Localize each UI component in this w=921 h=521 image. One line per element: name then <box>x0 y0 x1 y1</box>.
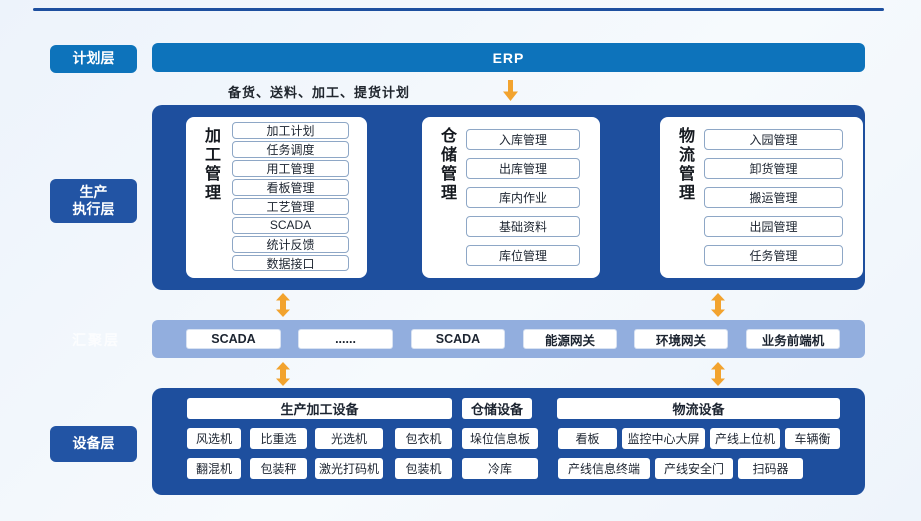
mes-box: 加工管理 加工计划 任务调度 用工管理 看板管理 工艺管理 SCADA 统计反馈… <box>152 105 865 290</box>
gateway-item: SCADA <box>411 329 505 349</box>
device-item: 包衣机 <box>395 428 452 449</box>
device-item: 比重选 <box>250 428 307 449</box>
mes-card-logistics-items: 入园管理 卸货管理 搬运管理 出园管理 任务管理 <box>698 117 863 278</box>
mes-item: 用工管理 <box>232 159 349 177</box>
mes-card-warehouse-items: 入库管理 出库管理 库内作业 基础资料 库位管理 <box>460 117 600 278</box>
device-item: 包装秤 <box>250 458 307 479</box>
device-item: 冷库 <box>462 458 538 479</box>
gateway-item: SCADA <box>186 329 281 349</box>
mes-card-logistics-title: 物流管理 <box>676 127 693 203</box>
device-group-header: 生产加工设备 <box>187 398 452 419</box>
gateway-item: 环境网关 <box>634 329 728 349</box>
mes-item: 出园管理 <box>704 216 843 237</box>
layer-label-planning: 计划层 <box>50 45 137 73</box>
mes-card-processing: 加工管理 加工计划 任务调度 用工管理 看板管理 工艺管理 SCADA 统计反馈… <box>186 117 367 278</box>
mes-item: 基础资料 <box>466 216 580 237</box>
gateway-item: 业务前端机 <box>746 329 840 349</box>
device-item: 产线上位机 <box>710 428 780 449</box>
erp-label: ERP <box>492 49 525 66</box>
mes-card-warehouse-title: 仓储管理 <box>438 127 455 203</box>
erp-bar: ERP <box>152 43 865 72</box>
device-group-header: 仓储设备 <box>462 398 532 419</box>
device-group-header: 物流设备 <box>557 398 840 419</box>
layer-label-execution-line2: 执行层 <box>72 201 115 217</box>
updown-arrow-icon <box>276 362 290 386</box>
gateway-bar: SCADA ...... SCADA 能源网关 环境网关 业务前端机 <box>152 320 865 358</box>
mes-card-warehouse: 仓储管理 入库管理 出库管理 库内作业 基础资料 库位管理 <box>422 117 600 278</box>
mes-card-logistics: 物流管理 入园管理 卸货管理 搬运管理 出园管理 任务管理 <box>660 117 863 278</box>
plan-note-text: 备货、送料、加工、提货计划 <box>228 85 411 100</box>
mes-item: 搬运管理 <box>704 187 843 208</box>
layer-label-planning-text: 计划层 <box>72 50 115 67</box>
mes-item: 库内作业 <box>466 187 580 208</box>
layer-label-aggregation: 汇聚层 <box>72 332 120 348</box>
mes-card-processing-title: 加工管理 <box>202 127 219 203</box>
device-item: 扫码器 <box>738 458 803 479</box>
device-item: 垛位信息板 <box>462 428 538 449</box>
mes-item: 入库管理 <box>466 129 580 150</box>
device-item: 产线信息终端 <box>558 458 650 479</box>
top-divider-line <box>33 8 884 11</box>
mes-item: 看板管理 <box>232 178 349 196</box>
mes-item: 数据接口 <box>232 254 349 272</box>
mes-item: 卸货管理 <box>704 158 843 179</box>
device-item: 监控中心大屏 <box>622 428 705 449</box>
gateway-item: 能源网关 <box>523 329 617 349</box>
device-item: 产线安全门 <box>655 458 733 479</box>
gateway-item: ...... <box>298 329 393 349</box>
device-item: 风选机 <box>187 428 241 449</box>
layer-label-device-text: 设备层 <box>72 435 115 452</box>
device-item: 激光打码机 <box>315 458 383 479</box>
updown-arrow-icon <box>711 293 725 317</box>
device-item: 车辆衡 <box>785 428 840 449</box>
device-item: 看板 <box>558 428 617 449</box>
mes-item: 库位管理 <box>466 245 580 266</box>
updown-arrow-icon <box>711 362 725 386</box>
mes-item: 统计反馈 <box>232 235 349 253</box>
mes-item: 出库管理 <box>466 158 580 179</box>
mes-item: 任务管理 <box>704 245 843 266</box>
device-item: 翻混机 <box>187 458 241 479</box>
down-arrow-icon <box>503 80 518 101</box>
mes-item: 工艺管理 <box>232 197 349 215</box>
mes-item: 加工计划 <box>232 122 349 139</box>
device-item: 光选机 <box>315 428 383 449</box>
mes-item: 任务调度 <box>232 140 349 158</box>
mes-card-processing-items: 加工计划 任务调度 用工管理 看板管理 工艺管理 SCADA 统计反馈 数据接口 <box>224 117 367 278</box>
device-box: 生产加工设备 仓储设备 物流设备 风选机 比重选 光选机 包衣机 垛位信息板 看… <box>152 388 865 495</box>
layer-label-execution-line1: 生产 <box>79 183 108 200</box>
mes-item: SCADA <box>232 216 349 234</box>
updown-arrow-icon <box>276 293 290 317</box>
layer-label-device: 设备层 <box>50 426 137 462</box>
device-item: 包装机 <box>395 458 452 479</box>
mes-item: 入园管理 <box>704 129 843 150</box>
layer-label-execution: 生产 执行层 <box>50 179 137 223</box>
